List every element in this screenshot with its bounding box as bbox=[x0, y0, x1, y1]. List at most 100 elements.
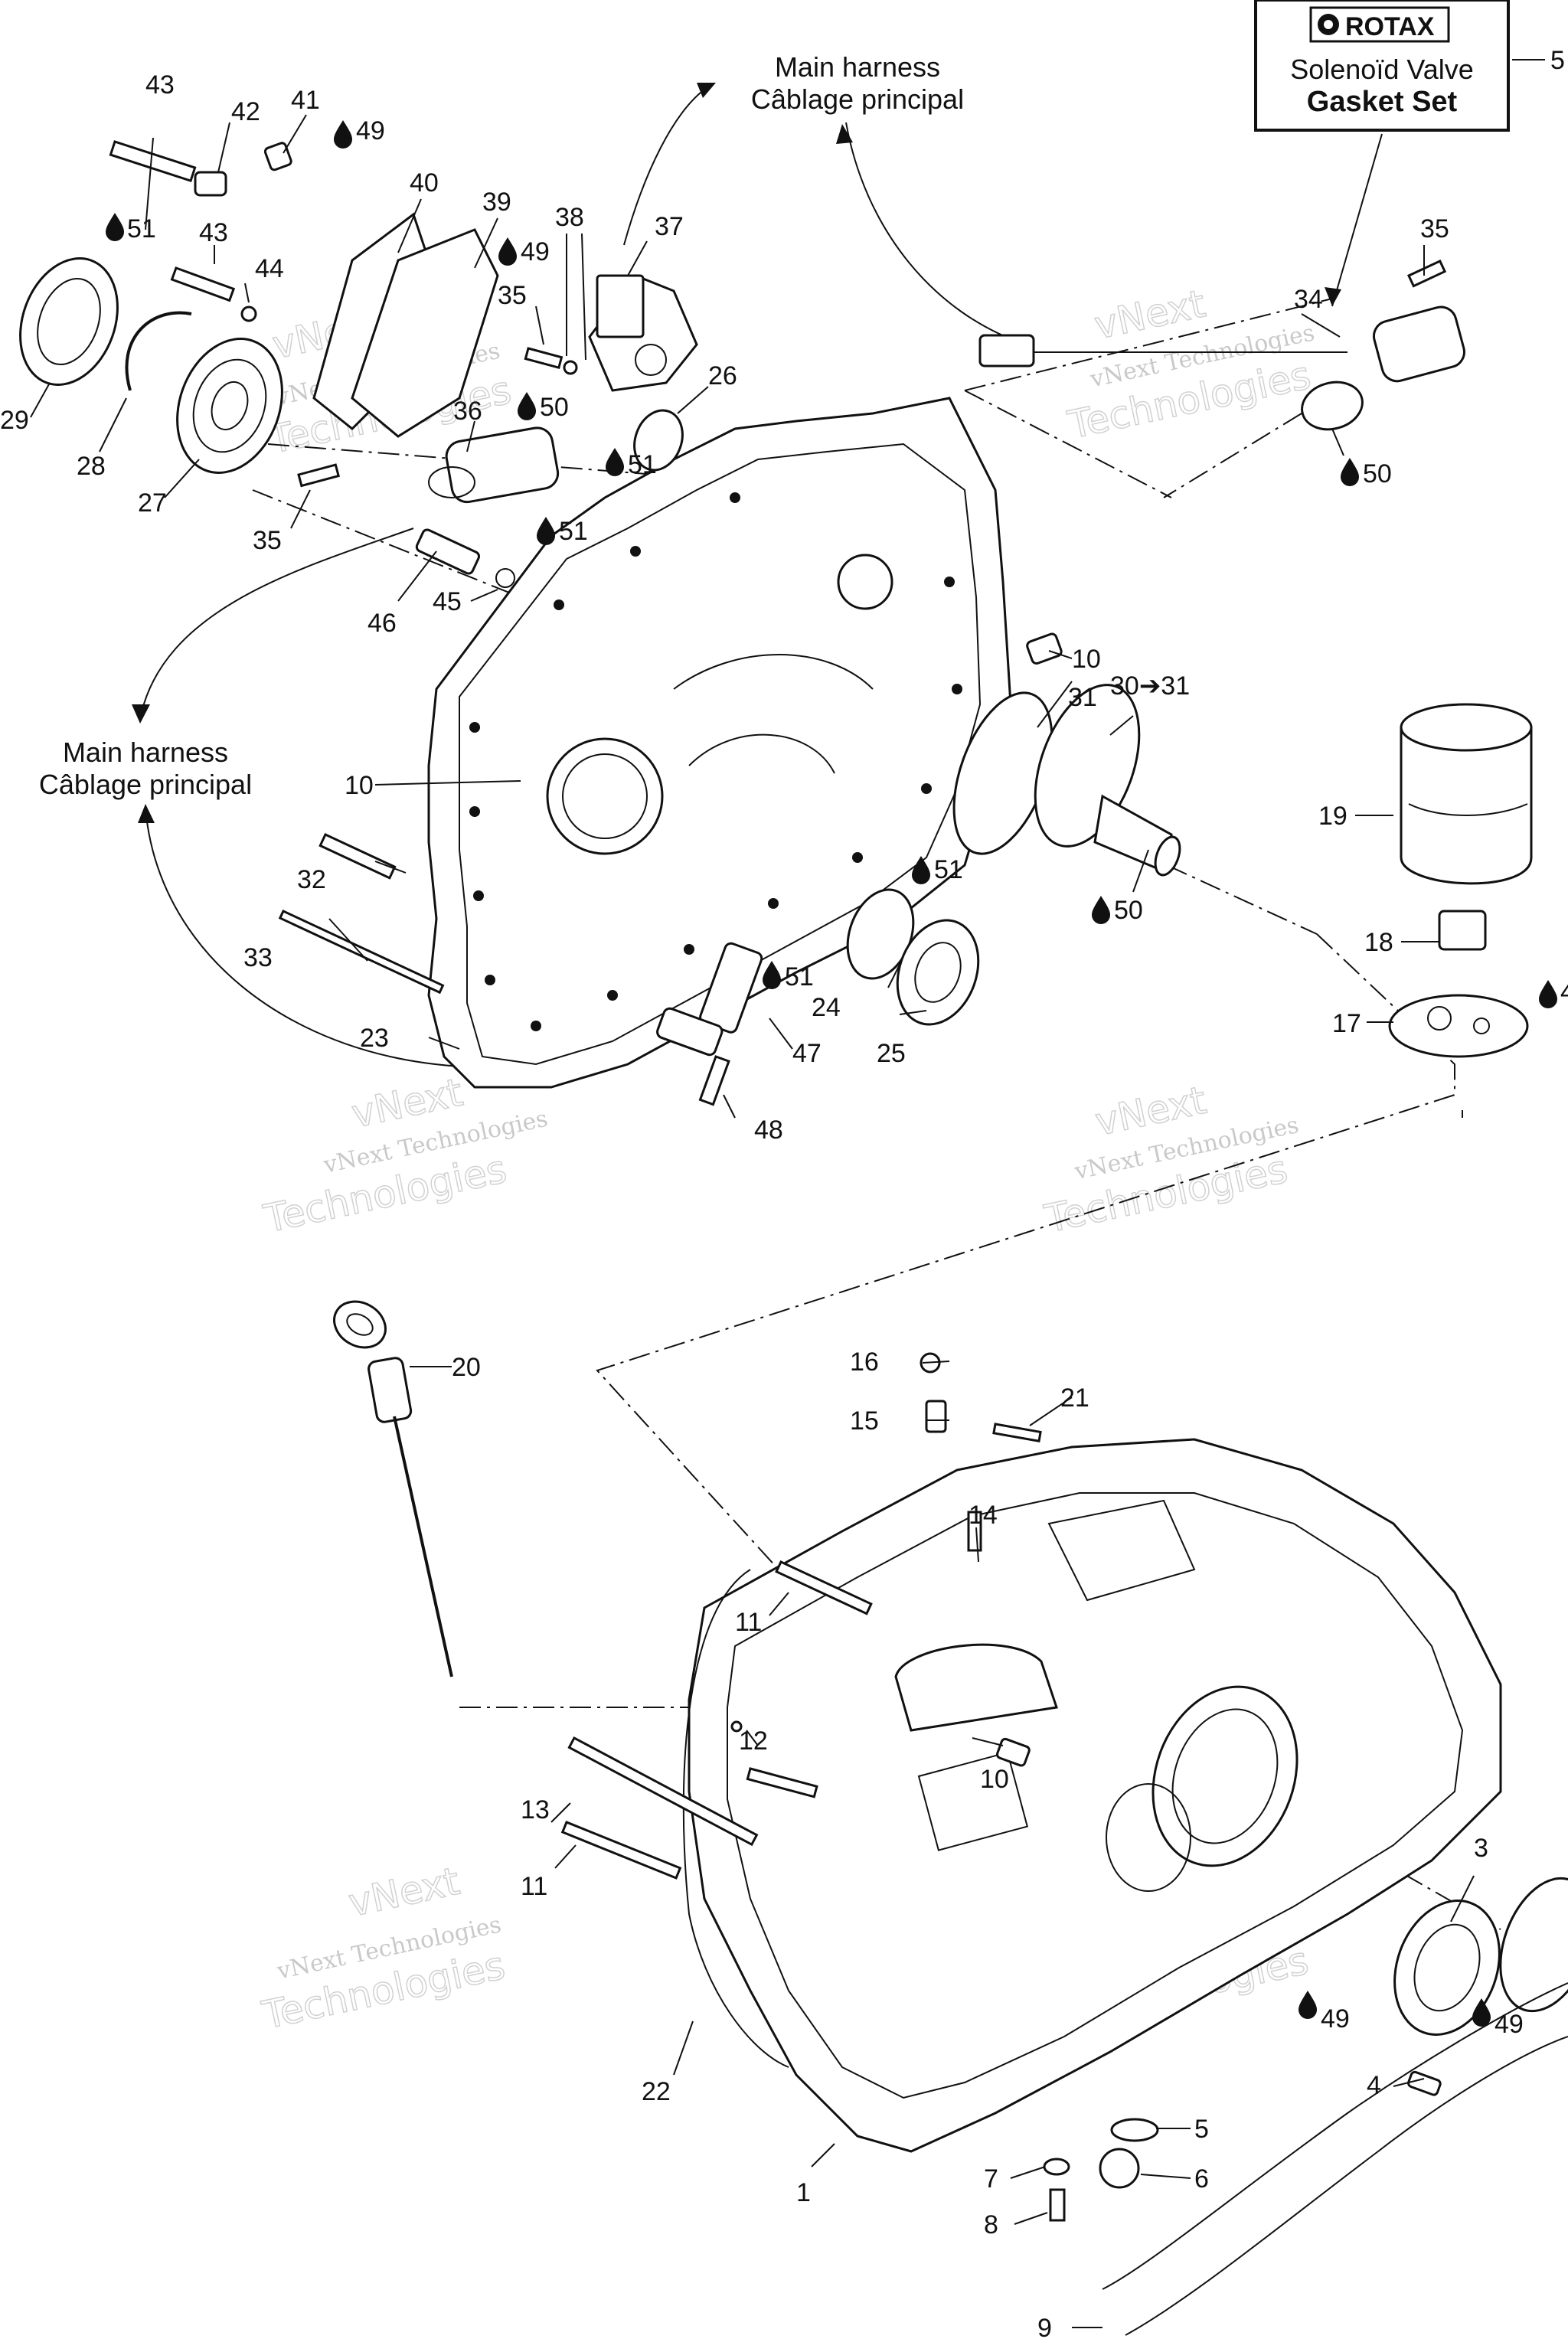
lubricant-49: 49 bbox=[334, 116, 385, 149]
harness-note-top: Main harness Câblage principal bbox=[623, 51, 1027, 345]
lubricant-50: 50 bbox=[1341, 458, 1392, 488]
callout-42: 42 bbox=[231, 97, 260, 126]
callout-43: 43 bbox=[199, 218, 228, 247]
callout-45: 45 bbox=[433, 587, 462, 616]
callout-31: 31 bbox=[1068, 683, 1097, 712]
lubricant-51: 51 bbox=[912, 855, 963, 884]
callout-47: 47 bbox=[792, 1039, 822, 1068]
callout-35: 35 bbox=[253, 526, 282, 555]
harness-note-line1: Main harness bbox=[775, 51, 940, 83]
kit-ref-number: 5 bbox=[1550, 46, 1565, 75]
callout-20: 20 bbox=[452, 1353, 481, 1382]
callout-13: 13 bbox=[521, 1795, 550, 1824]
kit-subtitle: Gasket Set bbox=[1307, 86, 1458, 118]
top-right-parts bbox=[656, 259, 1533, 1106]
callout-7: 7 bbox=[984, 2164, 998, 2194]
callout-36: 36 bbox=[453, 397, 482, 426]
callout-3: 3 bbox=[1474, 1834, 1488, 1863]
callout-10: 10 bbox=[980, 1765, 1009, 1794]
svg-text:51: 51 bbox=[934, 855, 963, 884]
callout-46: 46 bbox=[368, 609, 397, 638]
callout-40: 40 bbox=[410, 168, 439, 198]
oil-drop-icon bbox=[1341, 458, 1359, 486]
leader-lines bbox=[30, 114, 1475, 2328]
dipstick bbox=[333, 1300, 453, 1677]
lubricant-50: 50 bbox=[518, 392, 569, 422]
kit-title: Solenoïd Valve bbox=[1290, 54, 1474, 85]
callout-1: 1 bbox=[796, 2178, 811, 2207]
svg-text:50: 50 bbox=[1363, 459, 1392, 488]
callout-4: 4 bbox=[1367, 2071, 1381, 2100]
oil-drop-icon bbox=[1539, 980, 1557, 1008]
kit-box-frame bbox=[1254, 0, 1510, 132]
callout-11: 11 bbox=[735, 1608, 762, 1637]
callout-43: 43 bbox=[145, 70, 175, 100]
svg-text:4: 4 bbox=[1560, 978, 1568, 1007]
gasket-kit-box: ROTAX Solenoïd Valve Gasket Set 5 bbox=[1254, 0, 1565, 307]
lubricant-labels: 49 49 49 49 4 50 50 50 bbox=[106, 116, 1568, 2039]
svg-text:49: 49 bbox=[356, 116, 385, 145]
callout-32: 32 bbox=[297, 865, 326, 894]
callout-33: 33 bbox=[243, 943, 273, 972]
svg-text:50: 50 bbox=[540, 393, 569, 422]
watermark-vnext: vNext bbox=[345, 1859, 463, 1926]
lubricant-49: 49 bbox=[1298, 1991, 1350, 2034]
callout-25: 25 bbox=[877, 1039, 906, 1068]
callout-18: 18 bbox=[1364, 928, 1393, 957]
callout-21: 21 bbox=[1060, 1383, 1089, 1413]
callout-5: 5 bbox=[1194, 2115, 1209, 2144]
callout-9: 9 bbox=[1037, 2314, 1052, 2343]
callout-38: 38 bbox=[555, 203, 584, 232]
watermark-vnext: vNext bbox=[1090, 281, 1209, 348]
lubricant-51: 51 bbox=[763, 961, 814, 991]
lubricant-51: 51 bbox=[606, 448, 657, 479]
oil-drop-icon bbox=[1472, 1998, 1491, 2027]
svg-text:49: 49 bbox=[1321, 2004, 1350, 2034]
callout-44: 44 bbox=[255, 254, 284, 283]
callout-10: 10 bbox=[345, 771, 374, 800]
callout-8: 8 bbox=[984, 2210, 998, 2239]
callout-37: 37 bbox=[655, 212, 684, 241]
harness-note-left: Main harness Câblage principal bbox=[39, 528, 659, 1069]
top-left-parts bbox=[19, 140, 698, 995]
svg-text:51: 51 bbox=[559, 517, 588, 546]
lubricant-49: 49 bbox=[1472, 1998, 1524, 2039]
oil-drop-icon bbox=[106, 213, 124, 241]
svg-text:49: 49 bbox=[1494, 2010, 1524, 2039]
oil-drop-icon bbox=[763, 961, 781, 989]
callout-19: 19 bbox=[1318, 802, 1348, 831]
oil-drop-icon bbox=[498, 237, 517, 266]
lubricant-50: 50 bbox=[1092, 896, 1143, 925]
harness-note-line2: Câblage principal bbox=[751, 83, 964, 115]
callout-48: 48 bbox=[754, 1116, 783, 1145]
callout-6: 6 bbox=[1194, 2164, 1209, 2194]
callout-23: 23 bbox=[360, 1024, 389, 1053]
lower-crankcase bbox=[560, 1352, 1568, 2336]
callout-26: 26 bbox=[708, 361, 737, 390]
callout-28: 28 bbox=[77, 452, 106, 481]
callout-22: 22 bbox=[642, 2077, 671, 2106]
svg-text:50: 50 bbox=[1114, 896, 1143, 925]
svg-text:51: 51 bbox=[127, 214, 156, 243]
callout-35: 35 bbox=[498, 281, 527, 310]
part-labels: 1 3 4 5 6 7 8 9 10 10 10 11 11 12 13 14 … bbox=[0, 70, 1488, 2343]
lubricant-49: 49 bbox=[498, 237, 550, 266]
lubricant-51: 51 bbox=[537, 517, 588, 546]
callout-41: 41 bbox=[291, 86, 320, 115]
harness-note-line2: Câblage principal bbox=[39, 769, 252, 800]
oil-drop-icon bbox=[518, 392, 536, 420]
harness-note-line1: Main harness bbox=[63, 737, 228, 768]
callout-27: 27 bbox=[138, 488, 167, 518]
callout-10: 10 bbox=[1072, 645, 1101, 674]
callout-29: 29 bbox=[0, 406, 29, 435]
callout-14: 14 bbox=[969, 1501, 998, 1530]
svg-text:49: 49 bbox=[521, 237, 550, 266]
callout-12: 12 bbox=[739, 1726, 768, 1756]
kit-brand: ROTAX bbox=[1345, 12, 1435, 41]
oil-drop-icon bbox=[1092, 896, 1110, 924]
lubricant-51: 51 bbox=[106, 213, 156, 243]
oil-drop-icon bbox=[334, 120, 352, 149]
callout-11: 11 bbox=[521, 1872, 547, 1901]
callout-35: 35 bbox=[1420, 214, 1449, 243]
